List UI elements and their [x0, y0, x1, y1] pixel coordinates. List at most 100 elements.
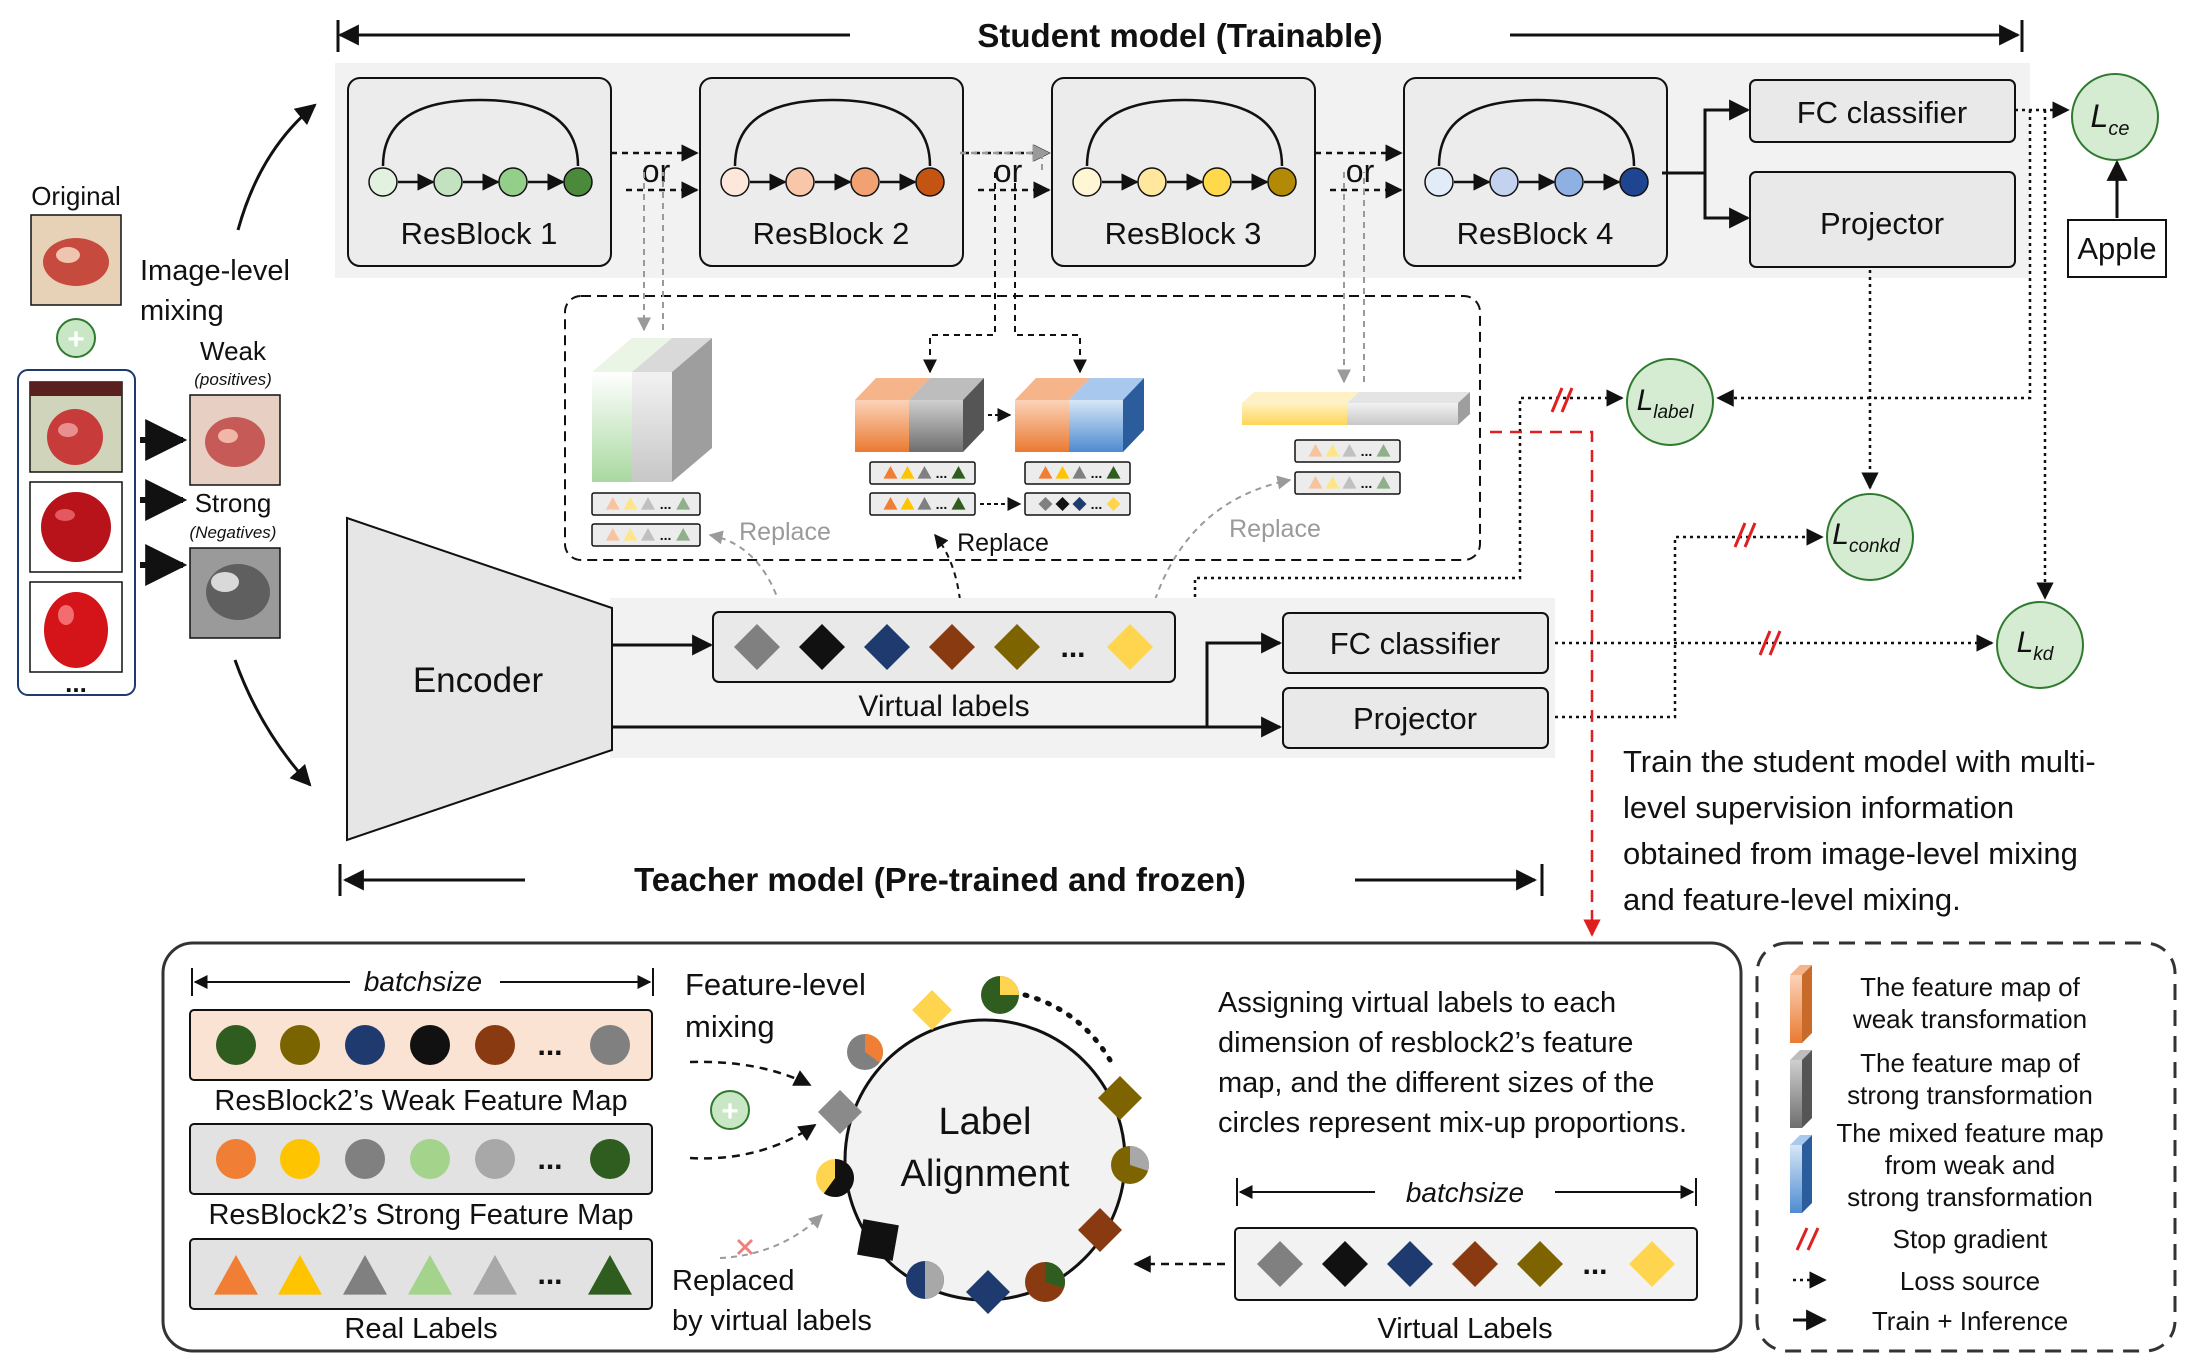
apple-image-3 — [29, 581, 123, 673]
mini-triangle — [623, 528, 638, 541]
teacher-projector-label: Projector — [1353, 701, 1477, 736]
strong-feature-circles: ... — [216, 1139, 630, 1179]
right-row-1: ... — [1294, 439, 1401, 463]
label-alignment-line1: Label — [939, 1101, 1032, 1143]
mini-ellipsis: ... — [936, 496, 948, 512]
mini-triangle — [883, 466, 898, 479]
batchsize-left-label: batchsize — [364, 966, 482, 997]
negatives-label: (Negatives) — [190, 523, 277, 542]
virtual-label-ellipsis: ... — [1582, 1248, 1607, 1281]
resblock-4[interactable]: ResBlock 4 — [1403, 77, 1668, 267]
image-level-mixing-line1: Image-level — [140, 255, 290, 287]
replaced-line1: Replaced — [672, 1265, 795, 1297]
svg-text:+: + — [67, 323, 85, 356]
layer-node — [1202, 167, 1232, 197]
mini-triangle — [676, 528, 691, 541]
virtual-label-ellipsis: ... — [1060, 631, 1085, 664]
teacher-projector[interactable] — [1282, 687, 1549, 749]
mini-label-rows: ........................ — [591, 439, 1401, 547]
legend-weak-line1: The feature map of — [1860, 972, 2080, 1002]
mini-ellipsis: ... — [1091, 465, 1103, 481]
image-level-mixing-line2: mixing — [140, 295, 224, 327]
apple-label-box — [2067, 219, 2167, 278]
to-teacher-curve — [233, 659, 312, 787]
input-column: Original + ... Image-leve — [17, 103, 317, 787]
ring-pie-yellow-black — [816, 1159, 854, 1197]
pie-slice — [1130, 1146, 1150, 1171]
caption-line-1: Train the student model with multi- — [1623, 744, 2096, 779]
mini-triangle — [1325, 444, 1340, 457]
mini-triangle — [1308, 476, 1323, 489]
ring-diamond-yellow — [912, 990, 952, 1030]
student-fc-classifier-label: FC classifier — [1797, 95, 1968, 130]
svg-text:Llabel: Llabel — [1637, 384, 1695, 423]
replace-right-label: Replace — [1229, 515, 1321, 543]
label-alignment-line2: Alignment — [901, 1153, 1070, 1195]
strong-feature-circle — [216, 1139, 256, 1179]
mini-ellipsis: ... — [660, 527, 672, 543]
left-row-1: ... — [591, 492, 701, 516]
loss-ce: Lce — [2071, 73, 2159, 161]
mini-triangle — [1342, 444, 1357, 457]
feature-mixing-panel: ........................ Replace Replace… — [564, 153, 1481, 606]
pie-slice — [823, 1159, 854, 1197]
teacher-fc-classifier[interactable] — [1282, 612, 1549, 674]
resblock-2[interactable]: ResBlock 2 — [699, 77, 964, 267]
svg-text:Lkd: Lkd — [2017, 626, 2055, 665]
legend-stop-gradient: Stop gradient — [1893, 1224, 2048, 1254]
mini-triangle — [605, 497, 620, 510]
svg-text:Lconkd: Lconkd — [1832, 518, 1901, 557]
mini-triangle — [1055, 466, 1070, 479]
ring-pie-olive-gray — [1111, 1146, 1150, 1184]
weak-feature-circle — [410, 1025, 450, 1065]
layer-node — [498, 167, 528, 197]
virtual-label-diamond — [1322, 1241, 1368, 1287]
mini-diamond — [1055, 497, 1070, 511]
layer-node — [785, 167, 815, 197]
strong-feature-circle — [475, 1139, 515, 1179]
strong-feature-circle — [590, 1139, 630, 1179]
mixed-row-2: ... — [1024, 492, 1131, 516]
resblock-1[interactable]: ResBlock 1 — [347, 77, 612, 267]
mini-triangle — [900, 497, 915, 510]
skip-connection — [1437, 98, 1636, 167]
or-label: or — [642, 153, 671, 189]
strong-feature-map-label: ResBlock2’s Strong Feature Map — [208, 1199, 633, 1231]
mini-triangle — [917, 497, 932, 510]
resblock-label: ResBlock 1 — [401, 216, 558, 251]
pie-slice — [865, 1034, 884, 1063]
ring-pie-gray-orange — [847, 1034, 884, 1070]
resblock-3[interactable]: ResBlock 3 — [1051, 77, 1316, 267]
virtual-label-diamonds: ... — [734, 624, 1153, 670]
resblock-label: ResBlock 2 — [753, 216, 910, 251]
loss-conkd: Lconkd — [1826, 493, 1914, 581]
mini-ellipsis: ... — [1091, 496, 1103, 512]
weak-feature-circle — [475, 1025, 515, 1065]
resblock-label: ResBlock 3 — [1105, 216, 1262, 251]
virtual-label-diamond — [734, 624, 780, 670]
virtual-label-diamond — [1387, 1241, 1433, 1287]
layer-node — [563, 167, 593, 197]
encoder[interactable] — [346, 516, 613, 842]
mini-diamond — [1038, 497, 1053, 511]
feature-map-left — [592, 338, 712, 482]
strong-feature-circle — [280, 1139, 320, 1179]
replaced-line2: by virtual labels — [672, 1305, 872, 1337]
real-ellipsis: ... — [537, 1258, 562, 1291]
svg-text:+: + — [721, 1095, 739, 1128]
stop-gradient-marks — [1550, 387, 1782, 656]
or-label: or — [1346, 153, 1375, 189]
original-label: Original — [31, 181, 121, 211]
label-alignment-panel: batchsize ... ResBlock2’s Weak Feature M… — [161, 941, 1743, 1353]
mini-ellipsis: ... — [1361, 475, 1373, 491]
assigning-line-3: map, and the different sizes of the — [1218, 1067, 1654, 1099]
virtual-label-diamond — [1452, 1241, 1498, 1287]
ring-square-black — [857, 1219, 899, 1261]
mini-triangle — [1106, 466, 1121, 479]
layer-node — [915, 167, 945, 197]
strong-ellipsis: ... — [537, 1143, 562, 1176]
mini-diamond — [1072, 497, 1087, 511]
